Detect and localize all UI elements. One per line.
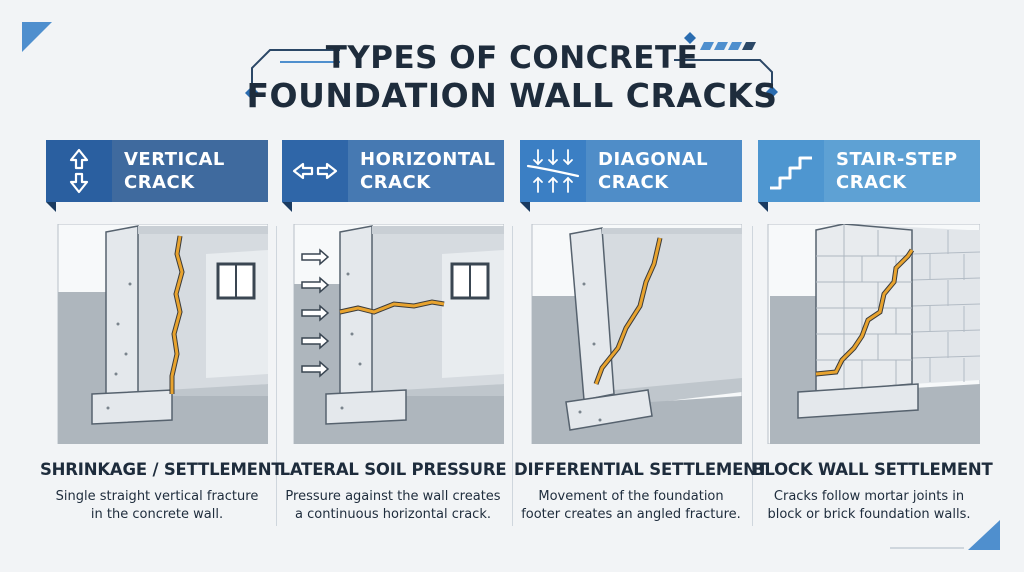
panel-header-line-2: CRACK <box>598 172 669 193</box>
crack-description: Pressure against the wall creates a cont… <box>276 488 510 524</box>
vertical-arrows-icon <box>69 148 89 194</box>
description-line-1: Single straight vertical fracture <box>55 489 259 504</box>
panel-diagonal-crack: DIAGONAL CRACK DIFFERENTIAL SETTLEMENT M… <box>514 140 768 540</box>
panel-horizontal-crack: HORIZONTAL CRACK LATERAL SOIL PRESSURE P… <box>280 140 507 540</box>
bottom-right-lines <box>890 547 964 549</box>
panel-header-line-1: STAIR-STEP <box>836 149 958 170</box>
panel-header-line-1: VERTICAL <box>124 149 225 170</box>
description-line-2: block or brick foundation walls. <box>767 507 971 522</box>
panel-header: HORIZONTAL CRACK <box>282 140 504 202</box>
panel-vertical-crack: VERTICAL CRACK SHRINKAGE / SETTLEMENT Si… <box>40 140 283 540</box>
header-fold <box>520 202 530 212</box>
header-fold <box>758 202 768 212</box>
panel-stair-step-crack: STAIR-STEP CRACK <box>752 140 993 540</box>
panel-header-line-2: CRACK <box>836 172 907 193</box>
crack-cause: BLOCK WALL SETTLEMENT <box>752 460 993 479</box>
panel-header: VERTICAL CRACK <box>46 140 268 202</box>
panel-header: DIAGONAL CRACK <box>520 140 742 202</box>
title-connector-left <box>245 49 340 100</box>
panel-header-line-1: HORIZONTAL <box>360 149 496 170</box>
crack-description: Movement of the foundation footer create… <box>514 488 748 524</box>
panel-divider <box>512 226 513 526</box>
stair-step-icon <box>770 156 812 190</box>
crack-description: Cracks follow mortar joints in block or … <box>752 488 986 524</box>
description-line-1: Cracks follow mortar joints in <box>773 489 965 504</box>
title-connector-right <box>674 32 778 98</box>
panel-header: STAIR-STEP CRACK <box>758 140 980 202</box>
crack-cause: LATERAL SOIL PRESSURE <box>279 460 507 479</box>
description-line-2: a continuous horizontal crack. <box>295 507 491 522</box>
crack-description: Single straight vertical fracture in the… <box>40 488 274 524</box>
description-line-1: Movement of the foundation <box>538 489 724 504</box>
corner-triangle-top-left <box>22 22 52 52</box>
panel-divider <box>752 226 753 526</box>
page-title-line-2: FOUNDATION WALL CRACKS <box>246 76 778 115</box>
description-line-1: Pressure against the wall creates <box>285 489 501 504</box>
vertical-crack-illustration <box>57 224 268 444</box>
horizontal-crack-illustration <box>293 224 504 444</box>
diagonal-pressure-icon <box>526 149 580 193</box>
description-line-2: footer creates an angled fracture. <box>521 507 741 522</box>
panel-divider <box>276 226 277 526</box>
stair-step-crack-illustration <box>767 224 980 444</box>
corner-triangle-bottom-right <box>968 520 1000 550</box>
header-fold <box>46 202 56 212</box>
header-fold <box>282 202 292 212</box>
panel-header-line-2: CRACK <box>124 172 195 193</box>
soil-pressure-arrows <box>301 248 330 378</box>
panel-header-line-2: CRACK <box>360 172 431 193</box>
description-line-2: in the concrete wall. <box>90 507 224 522</box>
crack-cause: DIFFERENTIAL SETTLEMENT <box>514 460 768 479</box>
panel-header-line-1: DIAGONAL <box>598 149 709 170</box>
diagonal-crack-illustration <box>531 224 742 444</box>
crack-cause: SHRINKAGE / SETTLEMENT <box>40 460 283 479</box>
horizontal-arrows-icon <box>292 162 338 180</box>
page-title-line-1: TYPES OF CONCRETE <box>325 40 699 76</box>
